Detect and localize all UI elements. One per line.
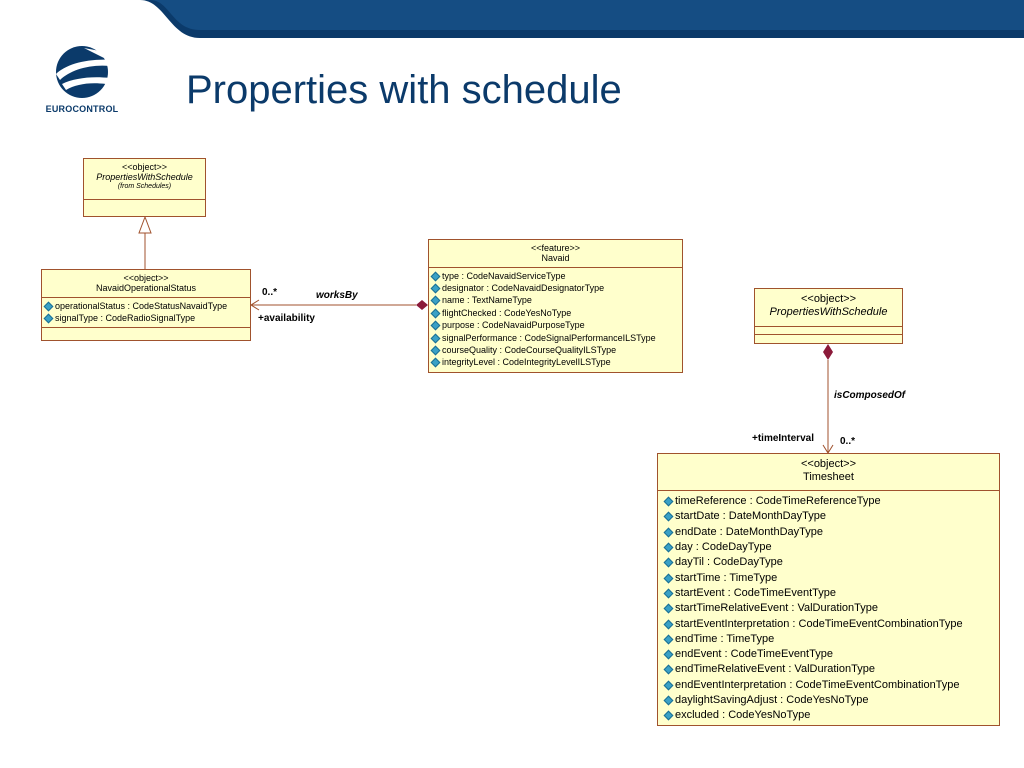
attribute-icon [663, 603, 674, 614]
attribute-row: purpose : CodeNavaidPurposeType [430, 320, 679, 332]
iscomposedof-label: isComposedOf [834, 390, 906, 401]
generalization-arrow [138, 215, 152, 234]
iscomposedof-diamond [823, 344, 833, 360]
class-name: PropertiesWithSchedule [96, 172, 193, 183]
uml-class-properties-with-schedule-right: <<object>> PropertiesWithSchedule [754, 288, 903, 344]
class-name: Timesheet [803, 470, 854, 483]
class-empty-section [755, 335, 902, 343]
attribute-icon [430, 333, 441, 344]
uml-class-properties-with-schedule-top: <<object>> PropertiesWithSchedule (from … [83, 158, 206, 217]
attribute-row: excluded : CodeYesNoType [663, 708, 996, 723]
attribute-icon [430, 345, 441, 356]
header-bar [0, 0, 1024, 38]
class-empty-section [42, 328, 250, 340]
class-attributes: operationalStatus : CodeStatusNavaidType… [42, 298, 250, 328]
stereotype: <<object>> [121, 162, 168, 172]
attribute-icon [430, 320, 441, 331]
stereotype: <<object>> [800, 293, 857, 305]
timeinterval-role: +timeInterval [752, 433, 814, 444]
timesheet-multiplicity: 0..* [840, 436, 856, 447]
attribute-row: endEvent : CodeTimeEventType [663, 647, 996, 662]
class-attributes: timeReference : CodeTimeReferenceType st… [658, 491, 999, 725]
page-title: Properties with schedule [186, 68, 622, 112]
attribute-icon [43, 301, 54, 311]
availability-role: +availability [258, 313, 315, 324]
class-name: NavaidOperationalStatus [95, 283, 197, 294]
attribute-icon [663, 695, 674, 706]
class-name: PropertiesWithSchedule [769, 305, 888, 318]
attribute-row: courseQuality : CodeCourseQualityILSType [430, 344, 679, 356]
attribute-icon [663, 710, 674, 721]
attribute-row: startDate : DateMonthDayType [663, 509, 996, 524]
worksby-multiplicity: 0..* [262, 287, 278, 298]
class-attributes: type : CodeNavaidServiceType designator … [429, 268, 682, 372]
class-empty-section [755, 327, 902, 335]
attribute-row: dayTil : CodeDayType [663, 555, 996, 570]
attribute-icon [663, 649, 674, 660]
attribute-row: daylightSavingAdjust : CodeYesNoType [663, 693, 996, 708]
attribute-icon [430, 357, 441, 368]
attribute-row: designator : CodeNavaidDesignatorType [430, 282, 679, 294]
stereotype: <<feature>> [530, 243, 581, 253]
class-empty-section [84, 200, 205, 216]
eurocontrol-logo [56, 46, 116, 98]
attribute-icon [430, 296, 441, 306]
attribute-row: endEventInterpretation : CodeTimeEventCo… [663, 678, 996, 693]
stereotype: <<object>> [123, 273, 169, 283]
class-note: (from Schedules) [117, 182, 172, 190]
attribute-icon [430, 271, 441, 282]
attribute-row: startTime : TimeType [663, 570, 996, 585]
attribute-icon [663, 557, 674, 568]
attribute-icon [430, 308, 441, 319]
attribute-row: operationalStatus : CodeStatusNavaidType [43, 300, 247, 312]
attribute-row: signalPerformance : CodeSignalPerformanc… [430, 332, 679, 344]
attribute-icon [663, 511, 674, 522]
attribute-icon [430, 283, 441, 294]
attribute-row: type : CodeNavaidServiceType [430, 270, 679, 282]
attribute-row: signalType : CodeRadioSignalType [43, 312, 247, 324]
attribute-row: endDate : DateMonthDayType [663, 525, 996, 540]
attribute-icon [663, 619, 674, 629]
worksby-label: worksBy [316, 290, 358, 301]
attribute-icon [663, 634, 674, 645]
attribute-row: startEvent : CodeTimeEventType [663, 586, 996, 601]
attribute-row: startEventInterpretation : CodeTimeEvent… [663, 616, 996, 631]
attribute-row: day : CodeDayType [663, 540, 996, 555]
attribute-row: endTimeRelativeEvent : ValDurationType [663, 662, 996, 677]
attribute-icon [663, 588, 674, 599]
worksby-diamond [416, 300, 428, 310]
uml-class-timesheet: <<object>> Timesheet timeReference : Cod… [657, 453, 1000, 726]
stereotype: <<object>> [800, 458, 857, 470]
attribute-icon [663, 527, 674, 538]
class-name: Navaid [541, 253, 570, 264]
attribute-icon [663, 496, 674, 507]
attribute-row: timeReference : CodeTimeReferenceType [663, 494, 996, 509]
worksby-arrowhead [250, 299, 260, 311]
attribute-row: integrityLevel : CodeIntegrityLevelILSTy… [430, 357, 679, 369]
uml-class-navaid: <<feature>> Navaid type : CodeNavaidServ… [428, 239, 683, 373]
attribute-row: endTime : TimeType [663, 632, 996, 647]
uml-class-navaid-operational-status: <<object>> NavaidOperationalStatus opera… [41, 269, 251, 341]
attribute-row: startTimeRelativeEvent : ValDurationType [663, 601, 996, 616]
attribute-icon [663, 542, 674, 553]
attribute-icon [663, 664, 674, 675]
attribute-icon [663, 573, 674, 584]
attribute-icon [663, 680, 674, 691]
logo-text: EUROCONTROL [45, 104, 119, 114]
attribute-row: name : TextNameType [430, 295, 679, 307]
attribute-row: flightChecked : CodeYesNoType [430, 307, 679, 319]
attribute-icon [43, 313, 54, 323]
